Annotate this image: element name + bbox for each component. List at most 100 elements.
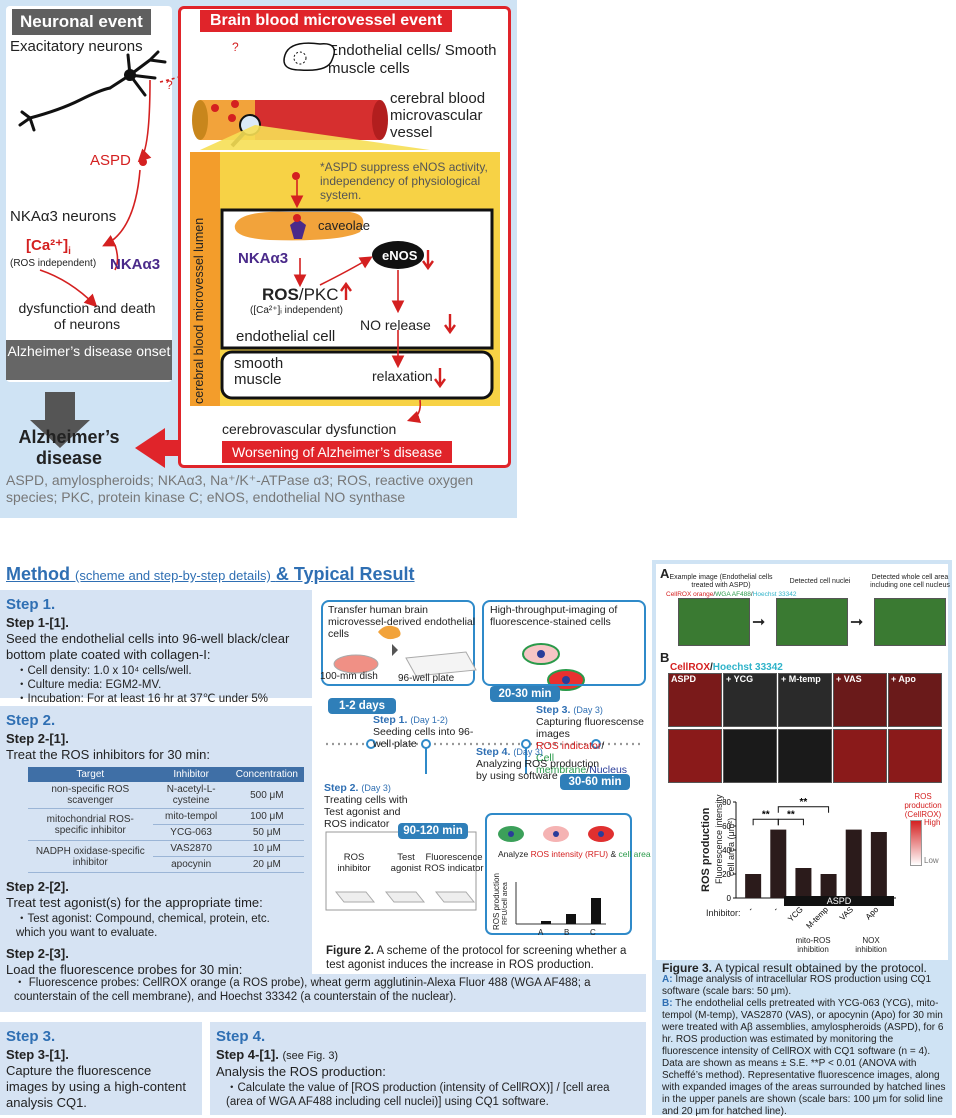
question-2: ? xyxy=(166,78,173,92)
fig3-a-image3 xyxy=(874,598,946,646)
scheme-bar-c: C xyxy=(590,928,596,937)
legend-high: High xyxy=(924,818,941,827)
micro-vas-top xyxy=(833,673,887,727)
fig3-b-label: B xyxy=(660,650,670,665)
bar xyxy=(795,868,812,898)
bar xyxy=(745,874,762,898)
nka-vessel-label: NKAα3 xyxy=(238,250,289,267)
y-tick-label: 60 xyxy=(722,822,731,831)
y-tick-label: 0 xyxy=(727,894,732,903)
scheme-dish: 100-mm dish xyxy=(320,671,378,682)
inhibitor-table: Target Inhibitor Concentration non-speci… xyxy=(28,767,304,873)
micro-vas-bottom xyxy=(833,729,887,783)
figure3-caption: Figure 3. A typical result obtained by t… xyxy=(662,961,946,1117)
y-tick-label: 80 xyxy=(722,798,731,807)
step1-box: Step 1. Step 1-[1]. Seed the endothelial… xyxy=(0,590,312,719)
step4-sub: Step 4-[1]. (see Fig. 3) xyxy=(216,1047,339,1062)
cond-apo: + Apo xyxy=(891,674,916,684)
scheme-step4: Step 4. (Day 3)Analyzing ROS production … xyxy=(476,746,600,782)
fig3-a-label: A xyxy=(660,566,670,581)
fig3-a-det1: Detected cell nuclei xyxy=(789,578,851,585)
micro-ycg-bottom xyxy=(723,729,777,783)
step2-3-bullet: ・ Fluorescence probes: CellROX orange (a… xyxy=(0,974,646,1012)
significance-label: ** xyxy=(787,809,795,820)
figure2-caption: Figure 2. A scheme of the protocol for s… xyxy=(326,945,627,971)
scheme-fluor: Fluorescence ROS indicator xyxy=(424,852,484,874)
no-release-label: NO release xyxy=(360,317,431,333)
micro-apo-top xyxy=(888,673,942,727)
vessel-label: cerebral blood microvascular vessel xyxy=(390,90,486,141)
scheme-hti: High-throughput-imaging of fluorescence-… xyxy=(490,604,618,628)
significance-bracket xyxy=(777,806,830,813)
abbreviations: ASPD, amylospheroids; NKAα3, Na⁺/K⁺-ATPa… xyxy=(6,472,474,505)
ca-independent-label: ([Ca²⁺]ᵢ independent) xyxy=(250,305,344,316)
question-1: ? xyxy=(232,40,239,54)
cond-vas: + VAS xyxy=(836,674,862,684)
significance-bracket xyxy=(777,818,804,826)
nox-label: NOX inhibition xyxy=(855,936,887,954)
scheme-box-hti xyxy=(482,600,646,686)
scheme-ylab2: RFU/cell area xyxy=(502,882,509,925)
vessel-illustration xyxy=(190,42,500,424)
fig3-a-image2 xyxy=(776,598,848,646)
step2-box: Step 2. Step 2-[1]. Treat the ROS inhibi… xyxy=(0,706,312,977)
significance-label: ** xyxy=(762,809,770,820)
x-tick-label: VAS xyxy=(838,905,855,922)
scheme-min90: 90-120 min xyxy=(398,823,468,839)
scheme-step3: Step 3. (Day 3)Capturing fluorescense im… xyxy=(536,704,644,776)
calcium-label: [Ca²⁺]i xyxy=(26,237,71,257)
relaxation-label: relaxation xyxy=(372,368,433,384)
scheme-analyze: Analyze ROS intensity (RFU) & cell area xyxy=(498,849,651,859)
mito-label: mito-ROS inhibition xyxy=(795,936,831,954)
inhibitor-label: Inhibitor: xyxy=(706,908,741,918)
fig3-a-arrow1: ➞ xyxy=(752,614,766,631)
scheme-plate: 96-well plate xyxy=(398,673,455,684)
alzheimers-label: Alzheimer’s disease xyxy=(18,427,120,468)
ros-independent-label: (ROS independent) xyxy=(10,258,97,269)
legend-low: Low xyxy=(924,856,939,865)
bar xyxy=(770,829,787,898)
fig3-a-labels: CellROX orange/WGA AF488/Hoechst 33342 xyxy=(666,591,797,598)
bar xyxy=(845,829,862,898)
scheme-bar-b: B xyxy=(564,928,570,937)
cv-dysfunction-label: cerebrovascular dysfunction xyxy=(222,421,397,437)
legend-title: ROS production (CellROX) xyxy=(904,792,942,819)
legend-bar xyxy=(910,820,922,866)
neuronal-title: Neuronal event xyxy=(12,9,151,35)
bar xyxy=(870,832,887,898)
neuronal-panel xyxy=(6,6,172,382)
lumen-label: cerebral blood microvessel lumen xyxy=(192,217,206,404)
bar xyxy=(820,874,837,898)
scheme-bar xyxy=(541,921,551,924)
micro-mtemp-bottom xyxy=(778,729,832,783)
scheme-bar xyxy=(591,898,601,924)
scheme-bar-a: A xyxy=(538,928,544,937)
step4-box: Step 4. Step 4-[1]. (see Fig. 3) Analysi… xyxy=(210,1022,646,1115)
aspd-label: ASPD xyxy=(90,152,131,169)
micro-ycg-top xyxy=(723,673,777,727)
chart-ylabel3: cell area (μm²) xyxy=(726,817,736,876)
fig3-b-stains: CellROX/Hoechst 33342 xyxy=(670,662,783,673)
smooth-muscle-label: smooth muscle xyxy=(234,355,284,388)
scheme-min3060: 30-60 min xyxy=(560,774,630,790)
neuron-illustration xyxy=(18,45,288,468)
excitatory-label: Exacitatory neurons xyxy=(10,38,143,55)
y-tick-label: 40 xyxy=(722,846,731,855)
scheme-ylab: ROS production xyxy=(492,873,501,930)
enos-label: eNOS xyxy=(382,248,418,263)
scheme-days12: 1-2 days xyxy=(328,698,396,714)
vessel-title: Brain blood microvessel event xyxy=(200,10,453,32)
ros-pkc-label: ROS/PKC xyxy=(262,285,339,304)
nka-label: NKAα3 xyxy=(110,256,161,273)
significance-label: ** xyxy=(800,797,808,808)
y-tick-label: 20 xyxy=(722,870,731,879)
caveolae-label: caveolae xyxy=(318,218,371,233)
x-tick-label: - xyxy=(771,905,779,913)
fig3-a-image1 xyxy=(678,598,750,646)
